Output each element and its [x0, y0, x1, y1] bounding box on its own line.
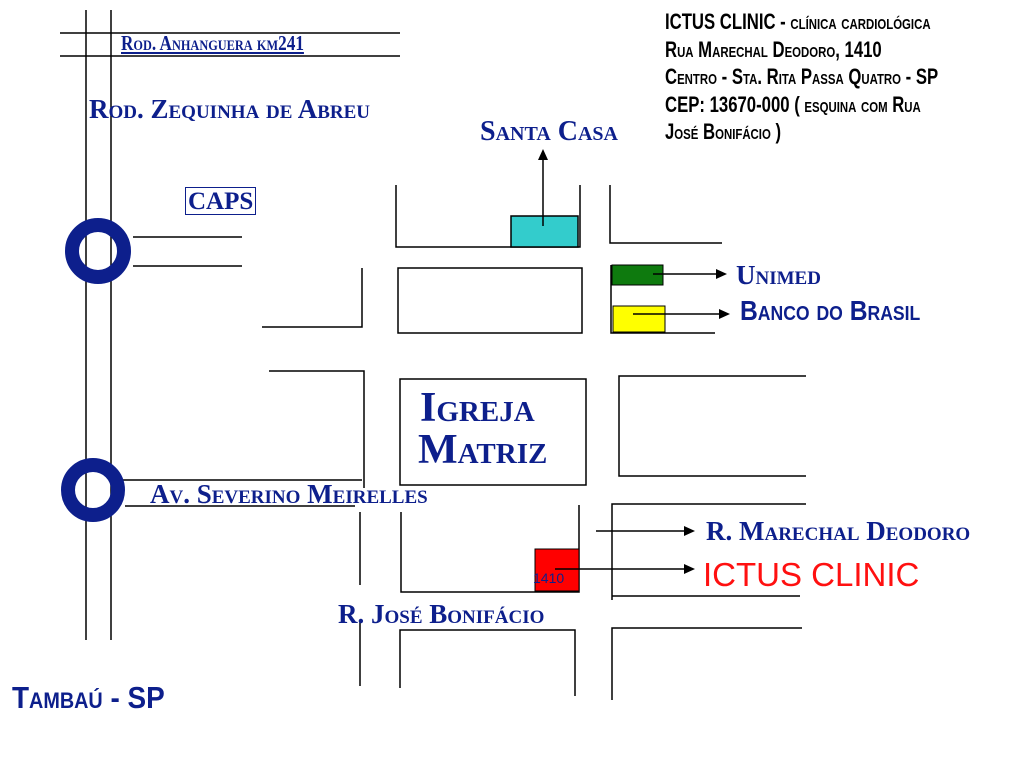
arrow-icon	[538, 149, 548, 226]
arrow-icon	[653, 269, 727, 279]
banco-do-brasil-label: Banco do Brasil	[740, 295, 921, 326]
ictus-clinic-building	[534, 548, 580, 592]
igreja-label-line1: Igreja	[420, 385, 535, 431]
santa-casa-label: Santa Casa	[480, 116, 618, 147]
unimed-label: Unimed	[736, 260, 821, 290]
road-label-r-marechal: R. Marechal Deodoro	[706, 516, 971, 546]
address-block: ICTUS CLINIC - clínica cardiológica Rua …	[665, 8, 1024, 146]
block-outline	[618, 375, 806, 477]
caps-label: CAPS	[185, 187, 257, 215]
address-line: Centro - Sta. Rita Passa Quatro - SP	[665, 64, 939, 89]
banco-do-brasil-building	[612, 305, 666, 333]
block-outline	[610, 265, 715, 334]
road-label-rod-zequinha: Rod. Zequinha de Abreu	[89, 94, 370, 124]
arrows	[538, 149, 730, 574]
unimed-building	[611, 264, 664, 286]
roundabout-icon	[65, 218, 131, 284]
street-lines	[60, 10, 806, 700]
road-label-r-jose-bonifacio: R. José Bonifácio	[338, 599, 545, 629]
block-outline	[395, 185, 581, 248]
block-outline	[397, 267, 583, 334]
address-line: Rua Marechal Deodoro, 1410	[665, 36, 882, 62]
arrow-icon	[596, 526, 695, 536]
address-line: ICTUS CLINIC - clínica cardiológica	[665, 9, 931, 34]
city-label-tambau: Tambaú - SP	[12, 680, 165, 715]
arrow-icon	[633, 309, 730, 319]
roundabout-icon	[61, 458, 125, 522]
santa-casa-building	[510, 215, 579, 248]
road-label-av-severino: Av. Severino Meirelles	[150, 479, 428, 509]
igreja-label-line2: Matriz	[418, 427, 548, 473]
block-outline	[611, 627, 802, 700]
block-outline	[262, 268, 363, 328]
address-line: José Bonifácio )	[665, 119, 782, 144]
address-line: CEP: 13670-000 ( esquina com Rua	[665, 91, 921, 117]
block-outline	[611, 503, 806, 600]
block-outline	[399, 629, 576, 696]
block-outline	[269, 370, 365, 488]
building-number-label: 1410	[533, 570, 565, 586]
road-label-rod-anhanguera: Rod. Anhanguera km241	[121, 31, 304, 55]
arrow-icon	[555, 564, 695, 574]
church-block-outline	[399, 378, 587, 486]
ictus-clinic-label: ICTUS CLINIC	[703, 556, 920, 593]
block-outline	[609, 185, 722, 244]
